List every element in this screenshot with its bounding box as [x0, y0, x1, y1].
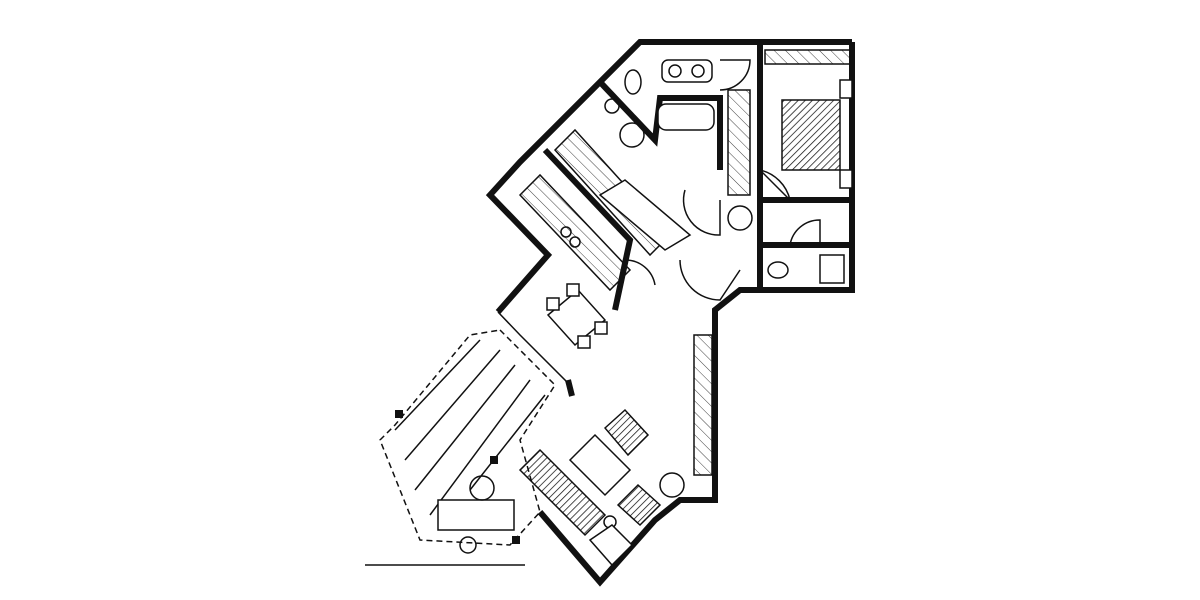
dining-table [546, 288, 607, 347]
exterior-wall-east [537, 42, 855, 587]
coffee-table [568, 433, 632, 497]
kitchen-cabinet [598, 179, 692, 251]
door-kitchen[interactable] [624, 259, 656, 286]
window-bench [588, 524, 634, 567]
nightstand [839, 169, 853, 189]
terrace-post [395, 410, 403, 418]
terrace-plank [394, 339, 481, 431]
plant [619, 122, 645, 148]
bedroom-window-bench [764, 49, 851, 65]
terrace-plank [469, 394, 546, 491]
wc-sink [819, 254, 845, 284]
bath-wall [597, 79, 723, 170]
plant [727, 205, 753, 231]
parasol [469, 475, 495, 501]
stove-burner [569, 236, 581, 248]
nightstand [839, 79, 853, 99]
wc-toilet [767, 261, 789, 279]
sink-basin [691, 64, 705, 78]
terrace-plank [414, 364, 516, 491]
sink-basin [668, 64, 682, 78]
terrace [379, 329, 556, 546]
sideboard [693, 334, 713, 476]
armchair [603, 408, 650, 457]
terrace-plank [429, 379, 531, 516]
interior-wall-living [497, 311, 571, 386]
door-entrance[interactable] [679, 259, 741, 301]
bathtub [657, 103, 715, 131]
toilet [624, 69, 642, 95]
terrace-post [490, 456, 498, 464]
plant [659, 472, 685, 498]
plant [459, 536, 477, 554]
armchair [616, 483, 662, 527]
double-bed [781, 99, 841, 171]
round-table [604, 98, 620, 114]
door-wc[interactable] [789, 219, 821, 246]
terrace-post [512, 536, 520, 544]
door-hall[interactable] [682, 189, 721, 236]
exterior-wall [485, 39, 852, 314]
wardrobe [727, 89, 751, 196]
stove-burner [560, 226, 572, 238]
terrace-plank [404, 349, 501, 461]
dining-chair [594, 321, 608, 335]
kitchen-wall [542, 147, 634, 311]
dining-chair [577, 335, 591, 349]
door-bedroom[interactable] [759, 169, 792, 203]
door-bath[interactable] [719, 59, 751, 91]
terrace-table [437, 499, 515, 531]
dining-chair [546, 297, 560, 311]
dining-chair [566, 283, 580, 297]
kitchen-counter [518, 173, 632, 292]
sofa [518, 448, 607, 537]
living-window-wall [565, 379, 575, 397]
